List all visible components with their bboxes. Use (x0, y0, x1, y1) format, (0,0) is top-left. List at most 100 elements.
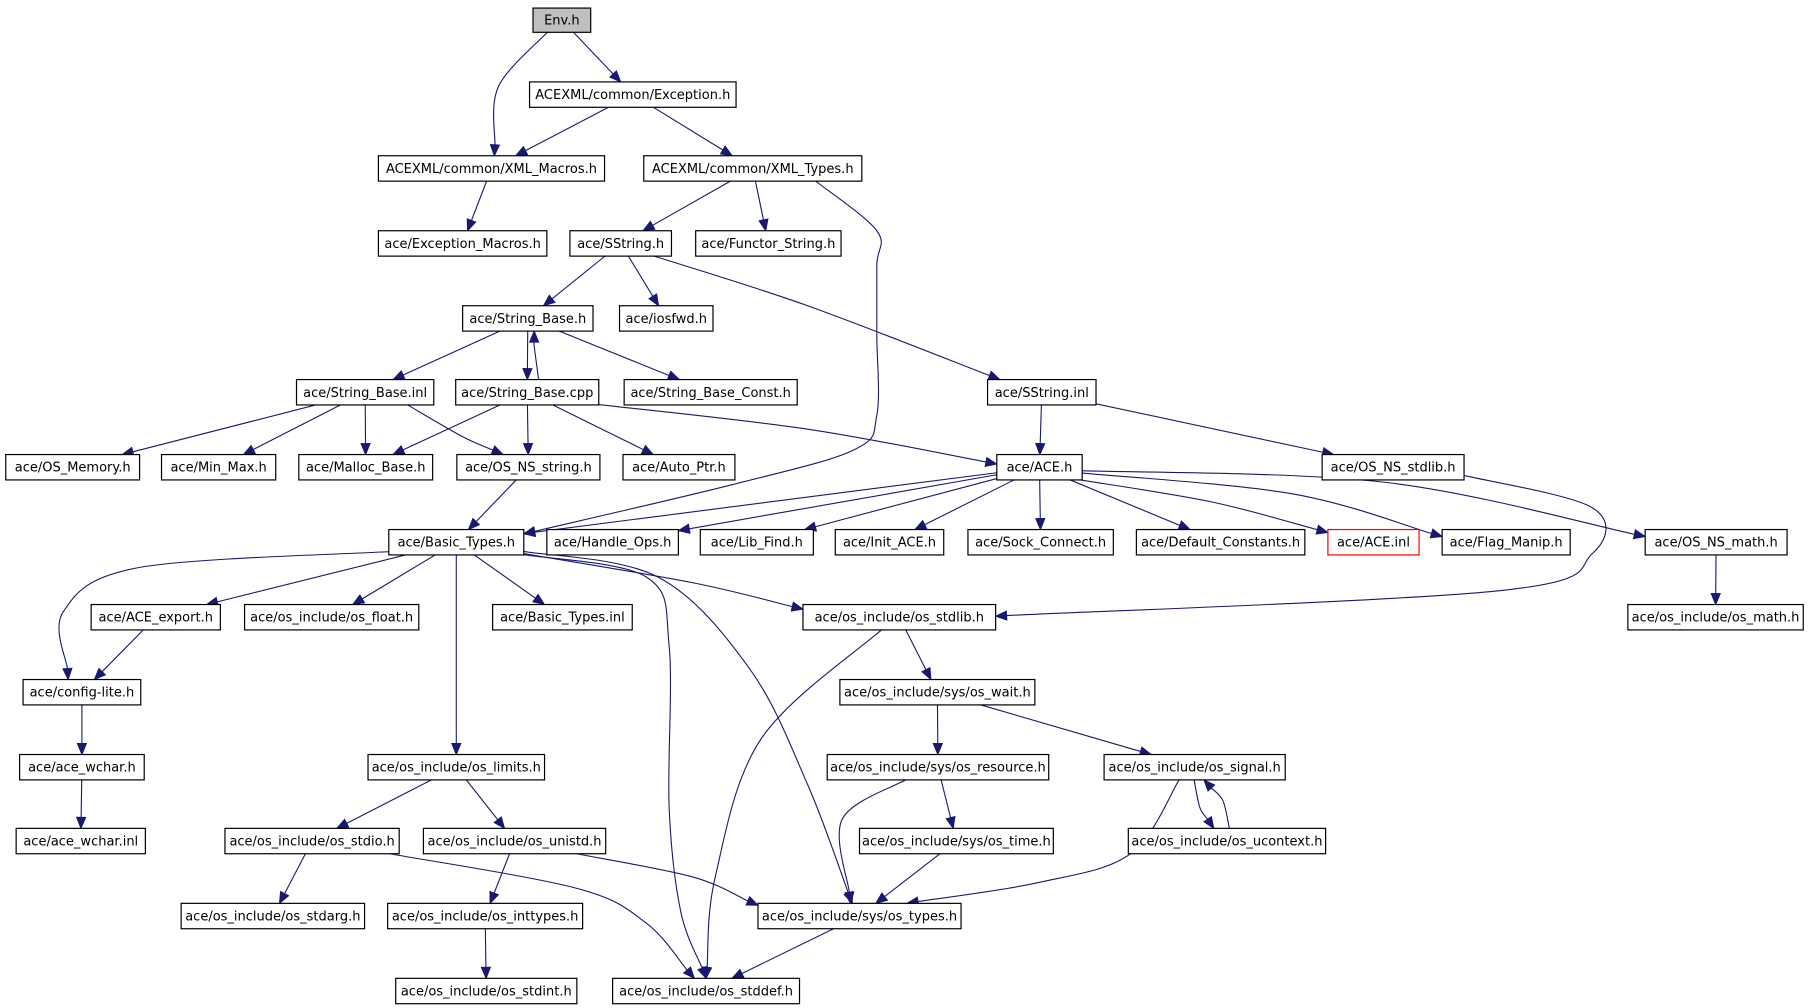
node-box (1327, 528, 1420, 556)
node-excmacros[interactable]: ace/Exception_Macros.h (377, 230, 548, 257)
node-label: ace/os_include/os_unistd.h (428, 835, 602, 850)
node-functor[interactable]: ace/Functor_String.h (695, 230, 842, 257)
node-box (298, 453, 434, 481)
node-aceexport[interactable]: ace/ACE_export.h (90, 603, 221, 631)
node-aceinl[interactable]: ace/ACE.inl (1327, 528, 1420, 556)
node-initace[interactable]: ace/Init_ACE.h (834, 528, 945, 556)
arrowhead-acewchar-to-acewcharinl (75, 816, 87, 830)
edge-strbasecpp-to-osnsstring (526, 404, 529, 444)
node-osfloat[interactable]: ace/os_include/os_float.h (243, 603, 420, 631)
node-label: Env.h (544, 14, 580, 29)
edge-basictypes-to-osfloat (361, 554, 436, 600)
arrowhead-ace-to-aceinl (1315, 524, 1330, 535)
arrowhead-env-to-xmlmacros (489, 143, 501, 158)
node-box (180, 902, 366, 930)
node-acewcharinl[interactable]: ace/ace_wchar.inl (15, 827, 146, 855)
node-osstdio[interactable]: ace/os_include/os_stdio.h (224, 827, 400, 855)
arrowhead-osunistd-to-ostypes (745, 895, 760, 906)
node-osresource[interactable]: ace/os_include/sys/os_resource.h (826, 753, 1050, 781)
node-iosfwd[interactable]: ace/iosfwd.h (618, 305, 714, 332)
arrowhead-strbaseinl-to-mallocbase (360, 443, 371, 456)
arrowhead-osresource-to-ostime (945, 815, 956, 830)
node-osnsstdlib[interactable]: ace/OS_NS_stdlib.h (1321, 453, 1465, 481)
node-osucontext[interactable]: ace/os_include/os_ucontext.h (1127, 827, 1327, 855)
node-box (1644, 528, 1788, 556)
arrowhead-configlite-to-acewchar (76, 743, 88, 756)
node-defconst[interactable]: ace/Default_Constants.h (1135, 528, 1306, 556)
node-ossignal[interactable]: ace/os_include/os_signal.h (1103, 753, 1286, 781)
node-ace[interactable]: ace/ACE.h (996, 453, 1083, 481)
node-label: ace/String_Base_Const.h (630, 386, 790, 401)
edge-basictypes-to-osstdlib (523, 553, 793, 608)
arrowhead-osstdlib-to-oswait (921, 666, 932, 681)
node-osstdarg[interactable]: ace/os_include/os_stdarg.h (180, 902, 366, 930)
node-sstringinl[interactable]: ace/SString.inl (986, 378, 1097, 406)
node-ostypes[interactable]: ace/os_include/sys/os_types.h (757, 902, 962, 930)
node-strbaseinl[interactable]: ace/String_Base.inl (295, 378, 435, 406)
node-osmemory[interactable]: ace/OS_Memory.h (5, 453, 141, 481)
edge-sstring-to-iosfwd (627, 255, 654, 297)
edge-sstring-to-sstringinl (654, 255, 990, 377)
node-autoptr[interactable]: ace/Auto_Ptr.h (622, 453, 736, 481)
node-osnsmath[interactable]: ace/OS_NS_math.h (1644, 528, 1788, 556)
node-handleops[interactable]: ace/Handle_Ops.h (546, 528, 679, 556)
edge-osstdlib-to-oswait (905, 629, 927, 670)
node-env[interactable]: Env.h (532, 7, 592, 33)
edge-ace-to-aceinl (1080, 479, 1318, 531)
node-xmltypes[interactable]: ACEXML/common/XML_Types.h (643, 155, 863, 182)
node-label: ace/SString.h (577, 237, 664, 252)
node-ostime[interactable]: ace/os_include/sys/os_time.h (858, 827, 1054, 855)
node-osstdlib[interactable]: ace/os_include/os_stdlib.h (802, 603, 997, 631)
edge-strbasecpp-to-mallocbase (402, 404, 501, 451)
node-label: ace/ACE_export.h (99, 611, 213, 626)
node-strbase[interactable]: ace/String_Base.h (462, 305, 594, 332)
arrowhead-basictypes-to-osfloat (351, 594, 366, 606)
edge-xmltypes-to-functor (754, 181, 765, 221)
edge-osnsstdlib-to-osstdlib (1006, 474, 1607, 617)
node-libfind[interactable]: ace/Lib_Find.h (699, 528, 814, 556)
node-osunistd[interactable]: ace/os_include/os_unistd.h (422, 827, 607, 855)
node-box (1103, 753, 1286, 781)
node-label: ACEXML/common/Exception.h (535, 88, 730, 103)
node-xmlmacros[interactable]: ACEXML/common/XML_Macros.h (377, 155, 606, 182)
nodes-layer: Env.hACEXML/common/Exception.hACEXML/com… (5, 7, 1804, 1005)
node-box (569, 230, 673, 257)
edge-xmltypes-to-sstring (652, 180, 731, 226)
node-exc[interactable]: ACEXML/common/Exception.h (528, 81, 737, 108)
node-label: ace/Default_Constants.h (1141, 536, 1300, 551)
node-strbaseconst[interactable]: ace/String_Base_Const.h (623, 378, 798, 406)
node-osstddef[interactable]: ace/os_include/os_stddef.h (612, 977, 801, 1005)
node-mallocbase[interactable]: ace/Malloc_Base.h (298, 453, 434, 481)
node-basictypes[interactable]: ace/Basic_Types.h (388, 528, 525, 556)
node-osinttypes[interactable]: ace/os_include/os_inttypes.h (387, 902, 584, 930)
node-label: ace/os_include/os_stdlib.h (815, 611, 984, 626)
node-box (456, 453, 601, 481)
node-sockconnect[interactable]: ace/Sock_Connect.h (967, 528, 1114, 556)
node-oslimits[interactable]: ace/os_include/os_limits.h (367, 753, 546, 781)
node-basictypesinl[interactable]: ace/Basic_Types.inl (492, 603, 633, 631)
node-label: ace/String_Base.h (469, 312, 586, 327)
node-label: ace/os_include/os_float.h (250, 611, 413, 626)
arrowhead-osunistd-to-osinttypes (489, 890, 500, 905)
node-sstring[interactable]: ace/SString.h (569, 230, 673, 257)
node-label: ace/OS_NS_stdlib.h (1331, 461, 1456, 476)
arrowhead-env-to-exc (608, 69, 622, 83)
arrowhead-strbasecpp-to-ace (984, 456, 999, 468)
node-label: ace/config-lite.h (30, 686, 135, 701)
node-strbasecpp[interactable]: ace/String_Base.cpp (455, 378, 600, 406)
node-oswait[interactable]: ace/os_include/sys/os_wait.h (839, 678, 1036, 706)
edge-osunistd-to-osinttypes (493, 853, 511, 894)
node-label: ace/Exception_Macros.h (384, 237, 540, 252)
edge-oslimits-to-osunistd (465, 779, 499, 821)
node-label: ace/os_include/os_limits.h (372, 761, 541, 776)
arrowhead-sstringinl-to-ace (1034, 442, 1046, 456)
node-box (834, 528, 945, 556)
node-configlite[interactable]: ace/config-lite.h (22, 678, 142, 706)
node-osnsstring[interactable]: ace/OS_NS_string.h (456, 453, 601, 481)
node-box (643, 155, 863, 182)
node-minmax[interactable]: ace/Min_Max.h (160, 453, 277, 481)
node-flagmanip[interactable]: ace/Flag_Manip.h (1441, 528, 1571, 556)
node-osstdint[interactable]: ace/os_include/os_stdint.h (395, 977, 578, 1005)
node-acewchar[interactable]: ace/ace_wchar.h (19, 753, 145, 781)
node-osmath[interactable]: ace/os_include/os_math.h (1627, 603, 1804, 631)
